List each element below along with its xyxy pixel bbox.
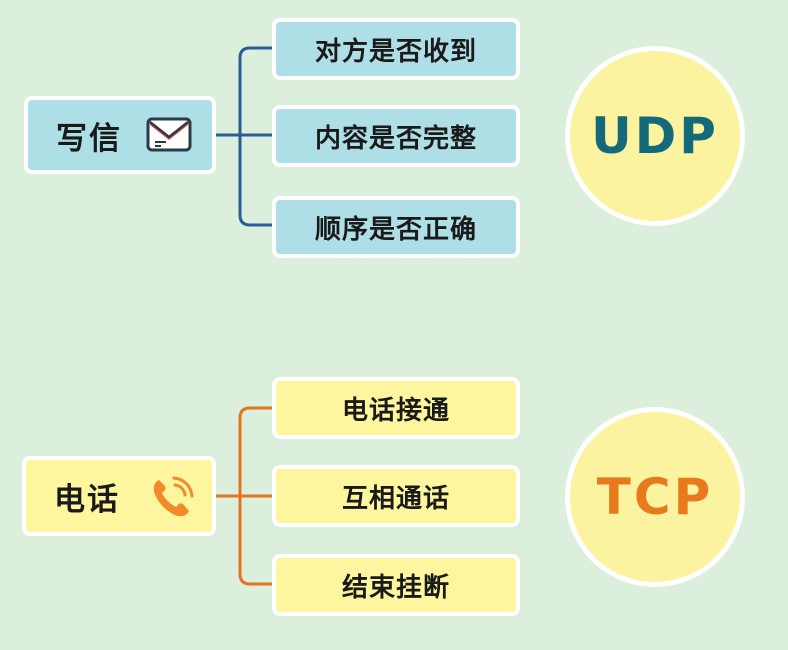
udp-item: 内容是否完整 <box>272 105 520 167</box>
tcp-connector <box>214 406 272 586</box>
tcp-item: 互相通话 <box>272 465 520 527</box>
udp-circle: UDP <box>565 46 745 226</box>
tcp-main-label: 电话 <box>54 481 120 518</box>
udp-item: 顺序是否正确 <box>272 196 520 258</box>
tcp-protocol-label: TCP <box>596 468 714 526</box>
udp-connector <box>214 46 272 227</box>
udp-main-node: 写信 <box>24 96 216 174</box>
tcp-main-node: 电话 <box>22 456 216 536</box>
udp-item: 对方是否收到 <box>272 18 520 80</box>
phone-icon <box>150 476 194 520</box>
envelope-icon <box>146 116 192 154</box>
udp-main-label: 写信 <box>56 120 122 157</box>
tcp-item: 电话接通 <box>272 377 520 439</box>
udp-protocol-label: UDP <box>591 107 719 165</box>
tcp-circle: TCP <box>565 407 745 587</box>
tcp-item: 结束挂断 <box>272 554 520 616</box>
